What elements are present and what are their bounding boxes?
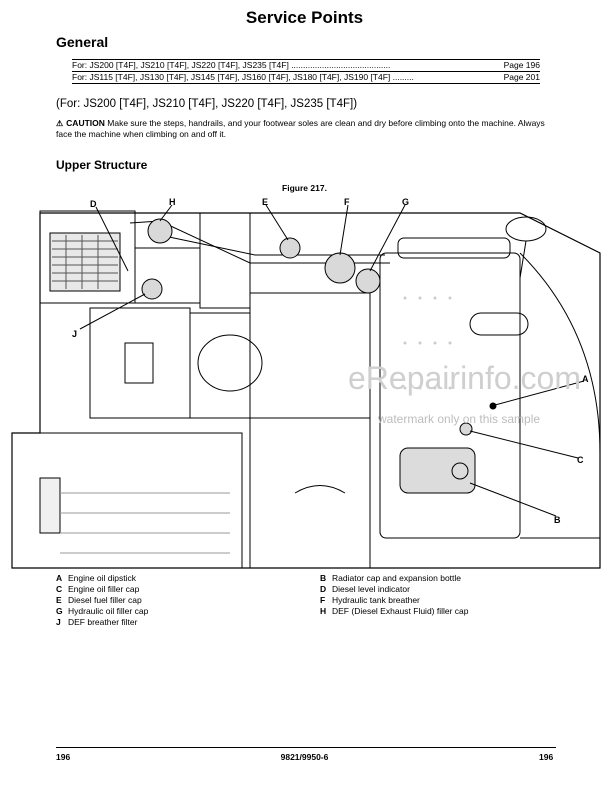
cross-reference-text: For: JS115 [T4F], JS130 [T4F], JS145 [T4… (72, 72, 414, 82)
figure-caption: Figure 217. (282, 183, 327, 193)
warning-triangle-icon: ⚠ (56, 119, 64, 128)
cross-reference-link[interactable]: For: JS115 [T4F], JS130 [T4F], JS145 [T4… (72, 71, 540, 83)
caution-notice: ⚠CAUTION Make sure the steps, handrails,… (56, 118, 556, 140)
callout-d: D (90, 199, 97, 209)
divider (72, 83, 540, 84)
footer-page-number-right: 196 (539, 752, 554, 762)
callout-b: B (554, 515, 561, 525)
callout-j: J (72, 329, 77, 339)
footer-page-number-left: 196 (56, 752, 71, 762)
cross-reference-link[interactable]: For: JS200 [T4F], JS210 [T4F], JS220 [T4… (72, 59, 540, 71)
page-title: Service Points (245, 8, 364, 27)
callout-f: F (344, 197, 350, 207)
caution-text: Make sure the steps, handrails, and your… (56, 118, 545, 139)
cross-reference-page: Page 201 (503, 72, 540, 82)
callout-h: H (169, 197, 176, 207)
section-heading-upper-structure: Upper Structure (56, 158, 148, 172)
callout-a: A (582, 374, 589, 384)
cross-reference-page: Page 196 (503, 60, 540, 70)
callout-c: C (577, 455, 584, 465)
footer-document-number: 9821/9950-6 (280, 752, 329, 762)
model-applicability-heading: (For: JS200 [T4F], JS210 [T4F], JS220 [T… (56, 98, 358, 110)
section-heading-general: General (56, 34, 109, 50)
callout-g: G (402, 197, 409, 207)
caution-label: CAUTION (66, 118, 105, 128)
upper-structure-diagram: A B C D E F G H J (11, 197, 601, 569)
watermark-note: watermark only on this sample (378, 412, 541, 426)
callout-e: E (262, 197, 268, 207)
watermark-logo: eRepairinfo.com (348, 360, 581, 396)
cross-reference-text: For: JS200 [T4F], JS210 [T4F], JS220 [T4… (72, 60, 391, 70)
footer-divider (56, 747, 556, 748)
